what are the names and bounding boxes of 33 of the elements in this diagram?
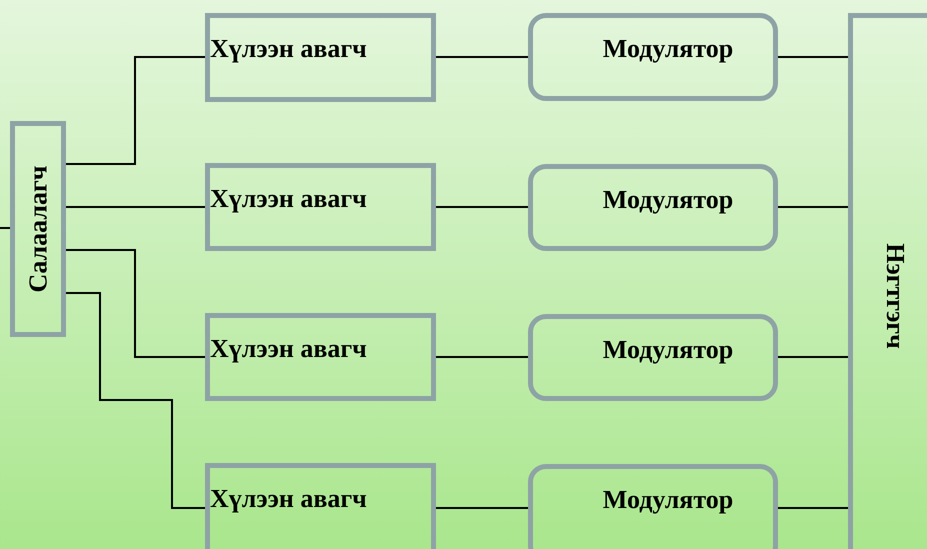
connector-line [778, 507, 848, 509]
receiver-box [205, 13, 436, 102]
node-label: Модулятор [602, 187, 734, 213]
receiver-box [205, 463, 436, 549]
connector-line [778, 356, 848, 358]
modulator-box [528, 164, 778, 251]
connector-line [436, 356, 528, 358]
combiner-box [848, 13, 927, 549]
receiver-box [205, 163, 436, 251]
modulator-box [528, 464, 778, 549]
node-label: Хүлээн авагч [210, 336, 367, 362]
connector-line [0, 227, 10, 229]
node-label: Нэгтгэгч [882, 243, 908, 349]
node-label: Хүлээн авагч [210, 486, 367, 512]
node-label: Модулятор [602, 337, 734, 363]
node-label: Хүлээн авагч [210, 36, 367, 62]
node-label: Салаалагч [25, 166, 51, 292]
node-label: Модулятор [602, 36, 734, 62]
connector-line [436, 56, 528, 58]
connector-line [66, 206, 205, 208]
connector-line [436, 507, 528, 509]
modulator-box [528, 314, 778, 401]
node-label: Хүлээн авагч [210, 186, 367, 212]
connector-line [66, 292, 205, 509]
splitter-box [10, 121, 66, 337]
connector-line [436, 206, 528, 208]
receiver-box [205, 313, 436, 401]
connector-line [778, 206, 848, 208]
node-label: Модулятор [602, 487, 734, 513]
connector-line [66, 56, 205, 165]
modulator-box [528, 13, 778, 101]
connector-line [778, 56, 848, 58]
connector-line [66, 249, 205, 358]
